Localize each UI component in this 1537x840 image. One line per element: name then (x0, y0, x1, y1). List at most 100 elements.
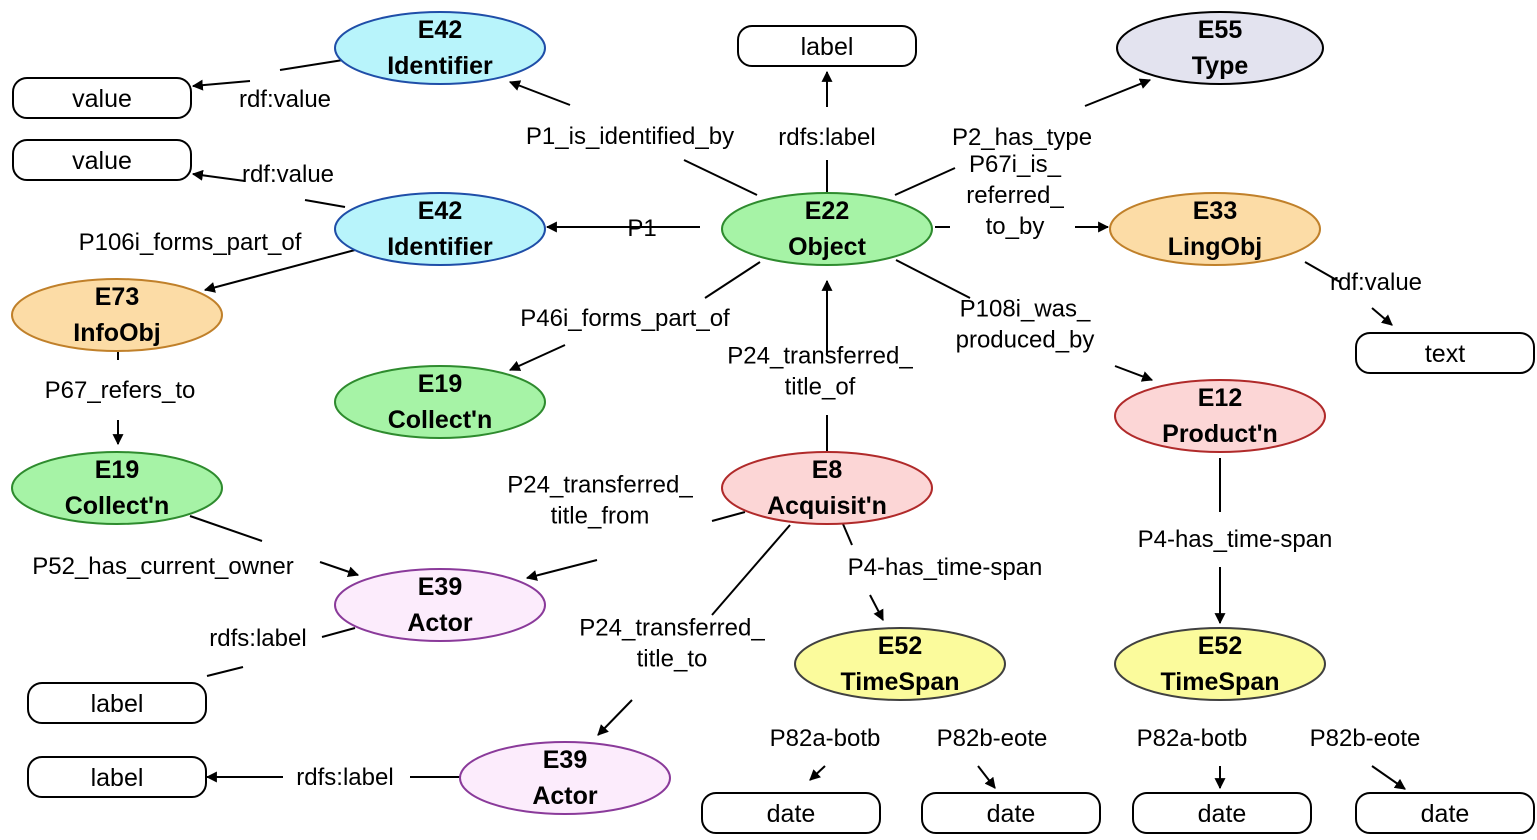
literal-text: label (91, 690, 144, 718)
edge-label-line: P24_transferred_ (727, 343, 913, 370)
class-node-shape (1114, 627, 1326, 701)
edge-line (704, 261, 761, 299)
edge-arrow (1371, 765, 1406, 790)
class-name: TimeSpan (1160, 668, 1279, 696)
edge-arrow (508, 80, 571, 106)
class-code: E19 (418, 370, 462, 398)
literal-node-date[interactable]: date (1355, 792, 1535, 834)
class-code: E8 (812, 456, 843, 484)
edge-line (1304, 261, 1341, 283)
edge-label: P82b-eote (1310, 725, 1421, 752)
edge-label-line: P82b-eote (937, 725, 1048, 752)
edge-label-line: P82a-botb (1137, 725, 1248, 752)
edge-label-line: rdf:value (242, 161, 334, 188)
literal-node-shape (1355, 332, 1535, 374)
literal-node-label[interactable]: label (27, 682, 207, 724)
class-code: E12 (1198, 384, 1242, 412)
class-node-shape (721, 192, 933, 266)
class-code: E55 (1198, 16, 1243, 44)
edge-arrow (508, 344, 566, 371)
edge-label: P1_is_identified_by (526, 123, 734, 150)
class-node-shape (1116, 11, 1324, 85)
edge-arrow (1114, 365, 1154, 382)
edge-arrow (869, 594, 884, 621)
literal-node-label[interactable]: label (27, 756, 207, 798)
edge-label-line: P67i_is_ (969, 151, 1062, 178)
edge-line (842, 523, 853, 546)
edge-line (321, 627, 356, 638)
edge-label: P82a-botb (1137, 725, 1248, 752)
edge-line (711, 511, 746, 522)
edge-label: rdfs:label (778, 124, 875, 151)
literal-node-label[interactable]: label (737, 25, 917, 67)
class-name: InfoObj (73, 319, 160, 347)
edge-label-line: rdfs:label (209, 625, 306, 652)
edge-label: P52_has_current_owner (32, 553, 294, 580)
literal-node-shape (12, 77, 192, 119)
edge-label-line: P4-has_time-span (848, 554, 1043, 581)
class-code: E39 (543, 746, 587, 774)
edge-arrow (203, 249, 356, 293)
edge-label-line: P82b-eote (1310, 725, 1421, 752)
literal-node-text[interactable]: text (1355, 332, 1535, 374)
class-node-shape (1109, 192, 1321, 266)
edge-arrow (977, 765, 996, 789)
literal-text: text (1425, 340, 1465, 368)
literal-node-date[interactable]: date (921, 792, 1101, 834)
literal-node-value[interactable]: value (12, 139, 192, 181)
edge-label: rdf:value (239, 86, 331, 113)
class-code: E19 (95, 456, 139, 484)
edge-label-line: rdf:value (239, 86, 331, 113)
edge-label-line: P1 (627, 215, 656, 242)
literal-node-shape (737, 25, 917, 67)
class-name: Collect'n (65, 492, 170, 520)
edge-arrow (809, 765, 826, 781)
edge-label: P24_transferred_title_to (579, 615, 765, 673)
class-name: Type (1192, 52, 1249, 80)
edge-label: rdf:value (242, 161, 334, 188)
edge-label-line: P4-has_time-span (1138, 526, 1333, 553)
class-name: Identifier (387, 233, 493, 261)
class-node-shape (334, 568, 546, 642)
literal-text: date (1421, 800, 1470, 828)
edge-label: P67i_is_referred_to_by (966, 151, 1064, 240)
literal-node-shape (1355, 792, 1535, 834)
edge-label: P4-has_time-span (848, 554, 1043, 581)
literal-text: date (1198, 800, 1247, 828)
literal-node-date[interactable]: date (1132, 792, 1312, 834)
edge-label-line: to_by (986, 213, 1045, 240)
class-code: E42 (418, 16, 462, 44)
class-node-shape (721, 451, 933, 525)
class-code: E52 (1198, 632, 1242, 660)
literal-node-shape (701, 792, 881, 834)
edge-label: P106i_forms_part_of (79, 229, 302, 256)
edge-label-line: rdfs:label (778, 124, 875, 151)
edge-label-line: produced_by (956, 327, 1095, 354)
edge-arrow (525, 559, 598, 581)
class-node-shape (334, 365, 546, 439)
edge-label-line: title_to (637, 646, 708, 673)
edge-label: P4-has_time-span (1138, 526, 1333, 553)
literal-node-date[interactable]: date (701, 792, 881, 834)
class-name: TimeSpan (840, 668, 959, 696)
edge-label: rdfs:label (296, 764, 393, 791)
edge-label: P24_transferred_title_from (507, 472, 693, 530)
edge-line (279, 59, 344, 71)
literal-node-value[interactable]: value (12, 77, 192, 119)
edge-label-line: P1_is_identified_by (526, 123, 734, 150)
